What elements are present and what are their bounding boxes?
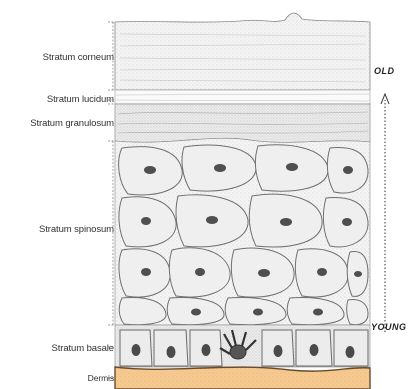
cell-nucleus xyxy=(343,166,353,174)
age-arrow xyxy=(381,94,389,332)
label-stratum-spinosum: Stratum spinosum xyxy=(39,224,114,235)
cell-nucleus xyxy=(141,268,151,276)
label-old: OLD xyxy=(374,66,395,76)
cell-nucleus xyxy=(206,216,218,224)
cell-nucleus xyxy=(317,268,327,276)
cell-nucleus xyxy=(310,344,319,356)
dermis-region xyxy=(115,367,370,389)
stratum-corneum-region xyxy=(115,13,370,90)
cell-nucleus xyxy=(202,344,211,356)
cell-nucleus xyxy=(280,218,292,226)
label-stratum-lucidum: Stratum lucidum xyxy=(47,94,114,105)
cell-nucleus xyxy=(286,163,298,171)
cell-nucleus xyxy=(342,218,352,226)
cell-nucleus xyxy=(253,309,263,316)
cell-nucleus xyxy=(258,269,270,277)
cell-nucleus xyxy=(274,345,283,357)
label-young: YOUNG xyxy=(371,322,407,332)
cell-nucleus xyxy=(346,346,355,358)
leader-lines xyxy=(108,22,115,378)
cell-nucleus xyxy=(191,309,201,316)
stratum-lucidum-region xyxy=(115,90,370,104)
cell-nucleus xyxy=(144,166,156,174)
label-stratum-granulosum: Stratum granulosum xyxy=(30,118,114,129)
cell-nucleus xyxy=(132,344,141,356)
cell-nucleus xyxy=(167,346,176,358)
label-stratum-basale: Stratum basale xyxy=(52,343,115,354)
cell-nucleus xyxy=(141,217,151,225)
cell-nucleus xyxy=(195,268,205,276)
cell-nucleus xyxy=(214,164,226,172)
label-stratum-corneum: Stratum corneum xyxy=(43,52,114,63)
label-dermis: Dermis xyxy=(88,373,114,383)
cell-nucleus xyxy=(354,271,362,277)
cell-nucleus xyxy=(313,309,323,316)
